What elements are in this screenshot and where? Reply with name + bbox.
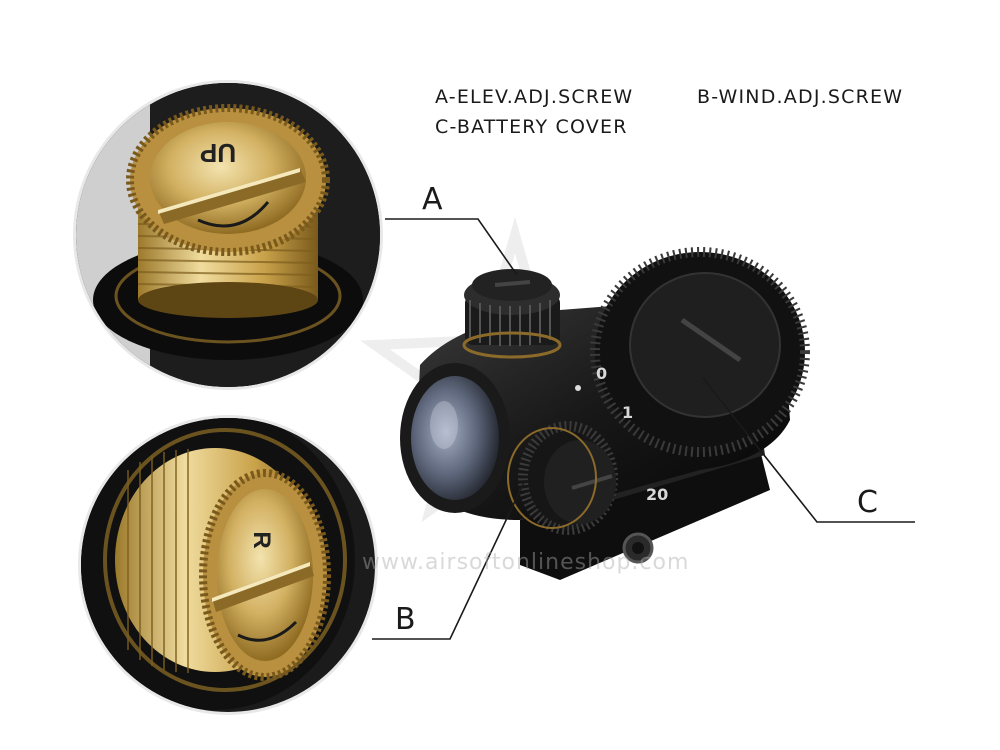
callout-label-b: B bbox=[395, 602, 416, 637]
legend-elevation-screw: A-ELEV.ADJ.SCREW bbox=[435, 86, 634, 108]
callout-line-a bbox=[385, 218, 518, 276]
up-mark: UP bbox=[200, 138, 236, 168]
sight-marking: 20 bbox=[646, 485, 669, 504]
elevation-screw-closeup: UP bbox=[73, 80, 383, 390]
dial-number-zero: 0 bbox=[596, 364, 608, 383]
red-dot-sight bbox=[400, 247, 810, 580]
windage-screw-closeup: R bbox=[78, 415, 378, 715]
callout-label-a: A bbox=[422, 182, 443, 217]
legend-windage-screw: B-WIND.ADJ.SCREW bbox=[697, 86, 904, 108]
callout-lines bbox=[372, 218, 915, 640]
callout-line-b bbox=[372, 479, 526, 640]
legend-battery-cover: C-BATTERY COVER bbox=[435, 116, 628, 138]
r-mark: R bbox=[248, 531, 275, 548]
callout-label-c: C bbox=[857, 485, 878, 520]
watermark-text: www.airsoftonlineshop.com bbox=[362, 550, 690, 575]
callout-line-c bbox=[702, 377, 915, 523]
dial-number-one: 1 bbox=[622, 403, 634, 422]
